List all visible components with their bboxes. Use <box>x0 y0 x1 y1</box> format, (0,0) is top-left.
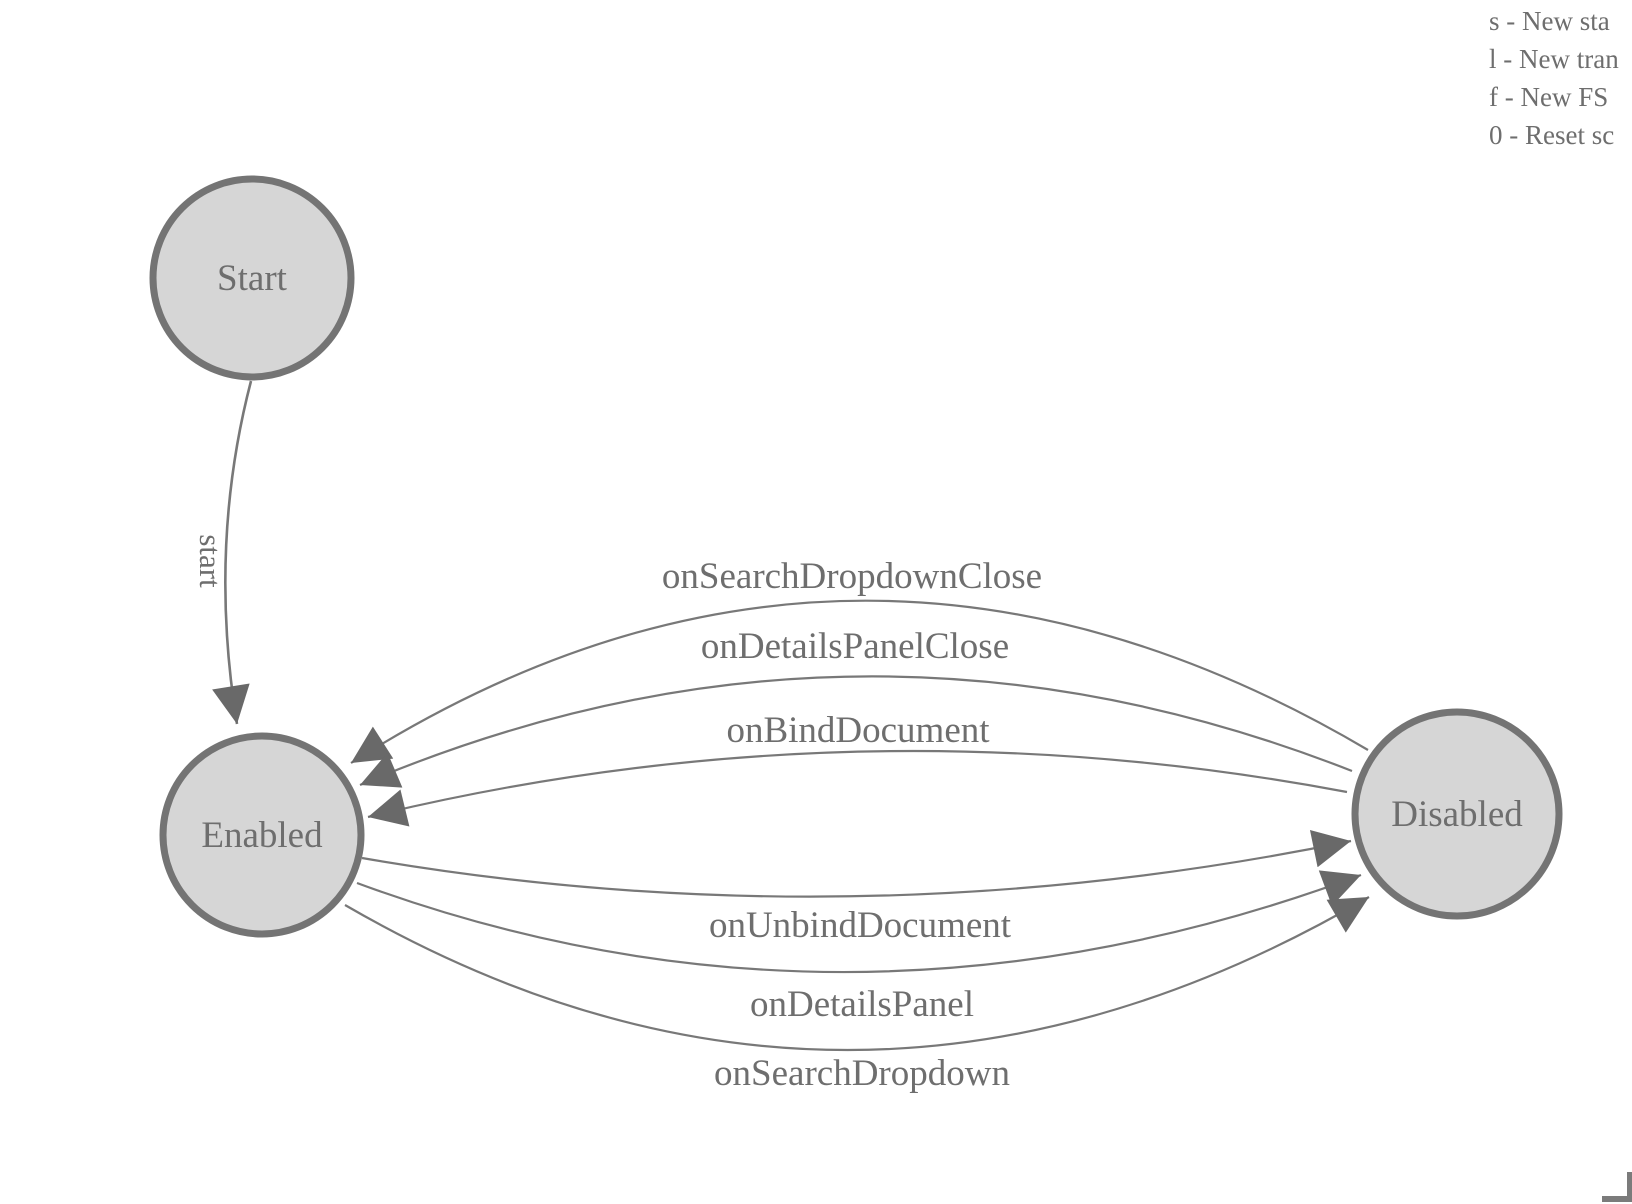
edge-label-onDetailsPanel: onDetailsPanel <box>750 984 974 1025</box>
edge-label-onDetailsPanelClose: onDetailsPanelClose <box>701 626 1009 667</box>
legend: s - New sta l - New tran f - New FS 0 - … <box>1489 2 1619 154</box>
edge-label-onBindDocument: onBindDocument <box>726 710 990 751</box>
legend-line-new-fsm: f - New FS <box>1489 82 1609 112</box>
edge-label-onSearchDropdownClose: onSearchDropdownClose <box>662 556 1042 597</box>
canvas-corner-horizontal <box>1602 1196 1632 1202</box>
edge-path-onSearchDropdown[interactable] <box>344 896 1370 1052</box>
edge-label-onSearchDropdown: onSearchDropdown <box>714 1053 1010 1094</box>
canvas-corner-bracket <box>1602 1172 1632 1202</box>
edge-label-start: start <box>193 534 228 588</box>
legend-line-new-state: s - New sta <box>1489 6 1610 36</box>
state-circle-enabled[interactable] <box>159 732 365 938</box>
state-label-enabled: Enabled <box>201 815 323 856</box>
edge-label-onUnbindDocument: onUnbindDocument <box>709 905 1012 946</box>
edge-path-start[interactable] <box>212 380 253 725</box>
state-node-enabled[interactable]: Enabled <box>159 732 365 938</box>
state-label-start: Start <box>217 258 288 299</box>
legend-line-new-transition: l - New tran <box>1489 44 1619 74</box>
canvas-corner-vertical <box>1627 1172 1632 1202</box>
edge-path-onBindDocument[interactable] <box>367 749 1348 827</box>
state-node-start[interactable]: Start <box>149 175 355 381</box>
state-circle-disabled[interactable] <box>1351 708 1563 920</box>
edge-path-onSearchDropdownClose[interactable] <box>350 599 1369 764</box>
edge-onDetailsPanelClose[interactable]: onDetailsPanelClose <box>359 626 1353 788</box>
state-circle-start[interactable] <box>149 175 355 381</box>
edge-onUnbindDocument[interactable]: onUnbindDocument <box>361 830 1352 946</box>
edge-start[interactable]: start <box>193 380 253 725</box>
legend-line-reset: 0 - Reset sc <box>1489 120 1615 150</box>
state-node-disabled[interactable]: Disabled <box>1351 708 1563 920</box>
edge-path-onUnbindDocument[interactable] <box>361 830 1352 898</box>
edge-path-onDetailsPanelClose[interactable] <box>359 675 1353 788</box>
edge-onSearchDropdownClose[interactable]: onSearchDropdownClose <box>350 556 1369 764</box>
edge-path-onDetailsPanel[interactable] <box>356 870 1362 974</box>
edge-onSearchDropdown[interactable]: onSearchDropdown <box>344 896 1370 1094</box>
edge-onDetailsPanel[interactable]: onDetailsPanel <box>356 870 1362 1025</box>
state-label-disabled: Disabled <box>1391 794 1523 835</box>
edge-onBindDocument[interactable]: onBindDocument <box>367 710 1348 827</box>
